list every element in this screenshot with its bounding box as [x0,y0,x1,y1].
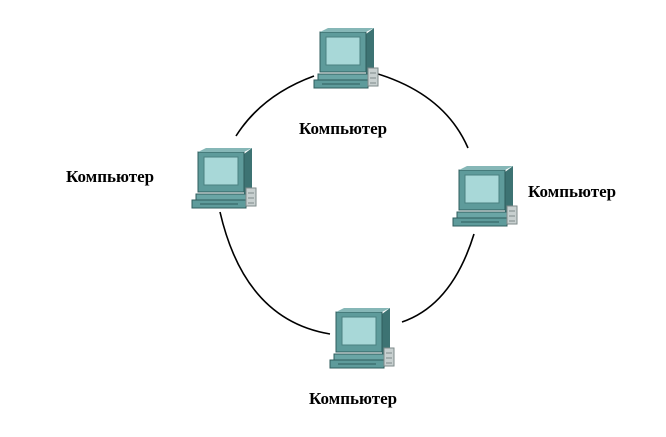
ring-links [219,73,475,335]
link-top-right [377,73,469,149]
link-bottom-left [219,211,331,335]
label-computer-bottom: Компьютер [309,389,398,408]
label-computer-right: Компьютер [528,182,617,201]
label-computer-left: Компьютер [66,167,155,186]
computer-icon-top [313,27,379,89]
computer-icon-left [191,147,257,209]
label-computer-top: Компьютер [299,119,388,138]
link-left-top [235,75,315,137]
link-right-bottom [401,233,475,323]
computer-icon-bottom [329,307,395,369]
computer-icon-right [452,165,518,227]
